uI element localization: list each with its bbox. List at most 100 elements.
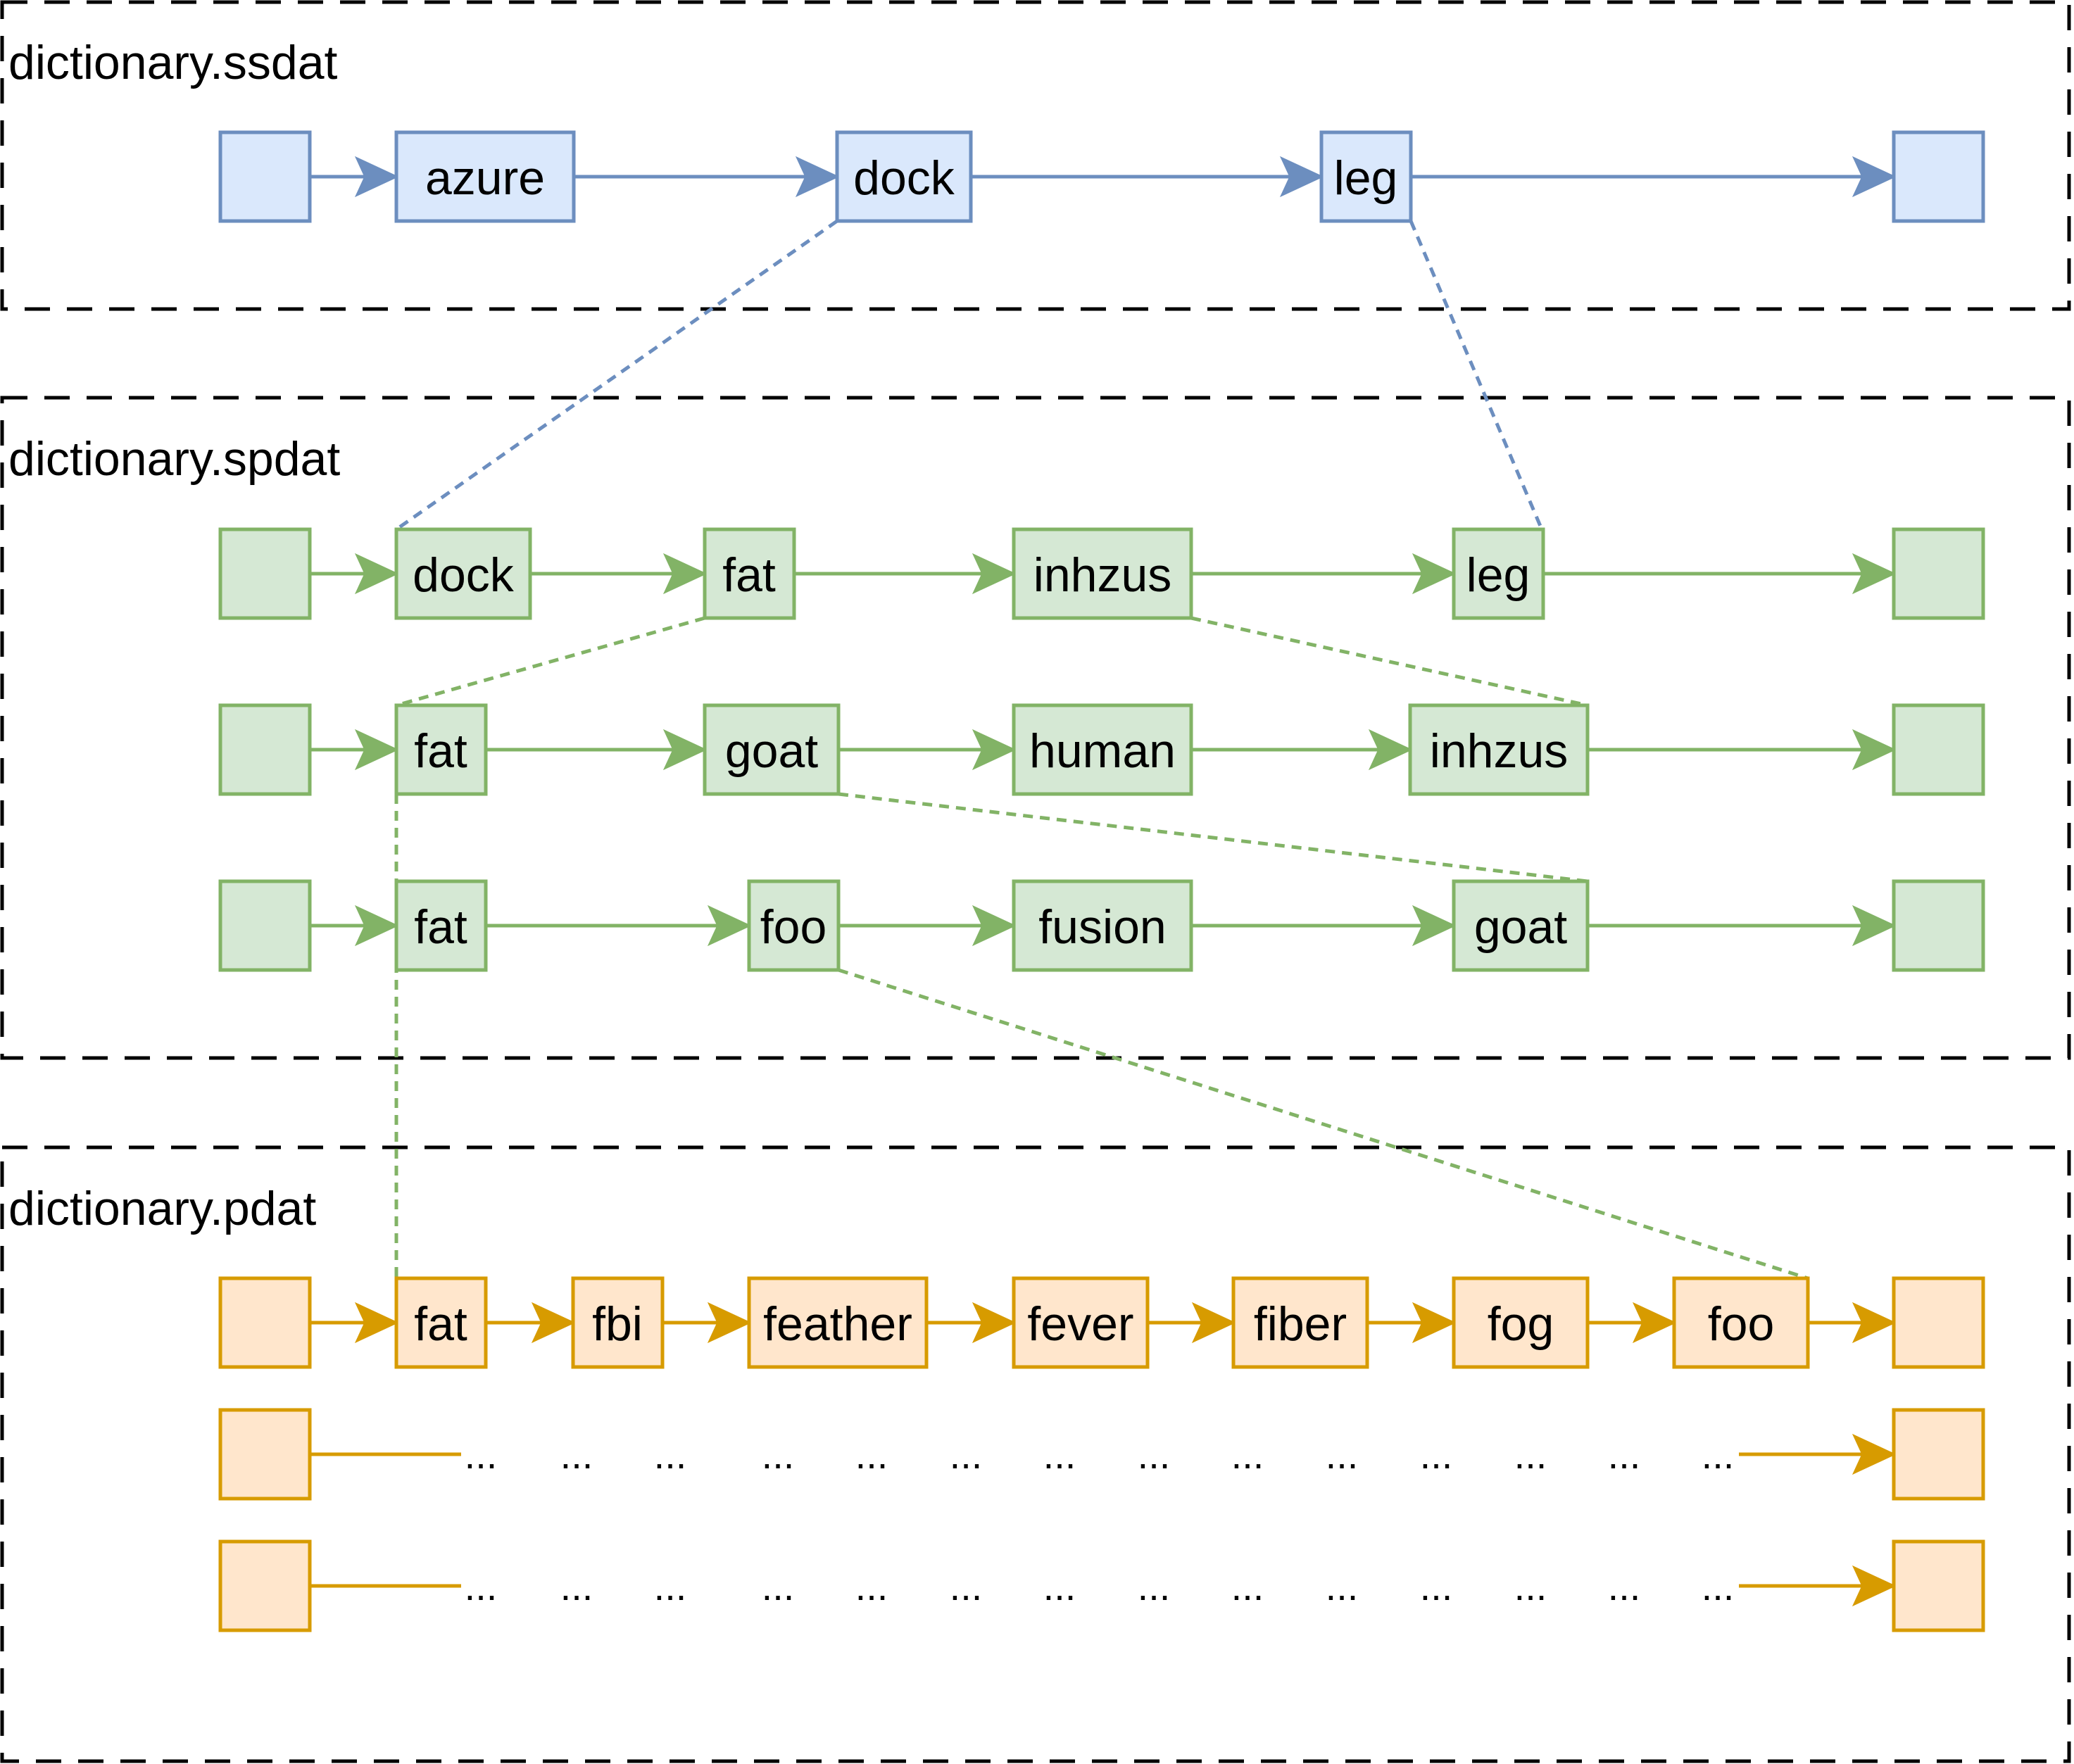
ellipsis-text: ...: [1514, 1432, 1547, 1477]
ellipsis-text: ...: [950, 1432, 983, 1477]
ellipsis-text: ...: [1138, 1432, 1171, 1477]
node-label: fbi: [592, 1297, 643, 1351]
node-fat: fat: [394, 879, 488, 972]
arrowhead: [1852, 1433, 1897, 1475]
level-link: [838, 792, 1588, 883]
row-pdat-3: ........................................…: [218, 1539, 1985, 1632]
section-frame: [0, 396, 2071, 1060]
ellipsis-text: ...: [1420, 1432, 1453, 1477]
ellipsis-group: ........................................…: [465, 1564, 1735, 1608]
node-leg: leg: [1319, 130, 1413, 223]
head-node: [218, 130, 312, 223]
ellipsis-text: ...: [1702, 1564, 1735, 1608]
node-label: inhzus: [1033, 548, 1172, 602]
node-label: dock: [853, 151, 955, 205]
arrowhead: [972, 1302, 1017, 1344]
node-label: human: [1029, 724, 1176, 778]
row-spdat-1: dock fat inhzus leg: [218, 527, 1985, 620]
node-dock: dock: [394, 527, 532, 620]
node-feather: feather: [747, 1276, 929, 1369]
node-foo: foo: [747, 879, 841, 972]
row-pdat-1: fat fbi feather fever fiber fog foo: [218, 1276, 1985, 1369]
ellipsis-text: ...: [465, 1432, 498, 1477]
arrowhead: [354, 553, 399, 595]
arrowhead: [972, 553, 1017, 595]
arrowhead: [1852, 1565, 1897, 1607]
section-frame: [0, 0, 2071, 311]
node-dock: dock: [835, 130, 973, 223]
node-label: dock: [413, 548, 515, 602]
node-inhzus: inhzus: [1408, 703, 1590, 796]
arrowhead: [1279, 156, 1324, 198]
ellipsis-text: ...: [1326, 1564, 1359, 1608]
node-label: fat: [414, 900, 467, 954]
ellipsis-text: ...: [1231, 1564, 1264, 1608]
arrowhead: [662, 729, 708, 771]
tail-node: [1892, 1276, 1985, 1369]
arrowhead: [1368, 729, 1413, 771]
node-fbi: fbi: [571, 1276, 665, 1369]
arrowhead: [1852, 1302, 1897, 1344]
tail-node: [1892, 703, 1985, 796]
arrowhead: [1412, 905, 1457, 947]
ellipsis-text: ...: [654, 1432, 687, 1477]
arrowhead: [972, 905, 1017, 947]
section-title: dictionary.pdat: [8, 1182, 316, 1235]
node-label: fog: [1488, 1297, 1554, 1351]
node-label: fat: [722, 548, 776, 602]
ellipsis-text: ...: [762, 1564, 795, 1608]
arrowhead: [795, 156, 840, 198]
node-goat: goat: [703, 703, 841, 796]
ellipsis-text: ...: [1043, 1564, 1076, 1608]
ellipsis-text: ...: [654, 1564, 687, 1608]
section-title: dictionary.ssdat: [8, 36, 338, 89]
head-node: [218, 1408, 312, 1501]
ellipsis-text: ...: [1608, 1564, 1641, 1608]
tail-node: [1892, 1408, 1985, 1501]
ellipsis-text: ...: [1231, 1432, 1264, 1477]
ellipsis-text: ...: [560, 1432, 593, 1477]
node-label: goat: [1474, 900, 1567, 954]
arrowhead: [1412, 553, 1457, 595]
ellipsis-text: ...: [560, 1564, 593, 1608]
head-node: [218, 1276, 312, 1369]
head-node: [218, 879, 312, 972]
arrowhead: [1852, 553, 1897, 595]
arrowhead: [354, 905, 399, 947]
node-inhzus: inhzus: [1012, 527, 1193, 620]
level-link: [838, 968, 1809, 1280]
head-node: [218, 527, 312, 620]
row-spdat-2: fat goat human inhzus: [218, 703, 1985, 796]
ellipsis-text: ...: [465, 1564, 498, 1608]
arrowhead: [354, 729, 399, 771]
ellipsis-text: ...: [762, 1432, 795, 1477]
node-label: fiber: [1254, 1297, 1347, 1351]
node-foo: foo: [1672, 1276, 1810, 1369]
tail-node: [1892, 1539, 1985, 1632]
ellipsis-text: ...: [1514, 1564, 1547, 1608]
ellipsis-text: ...: [1608, 1432, 1641, 1477]
arrowhead: [1852, 905, 1897, 947]
tail-node: [1892, 527, 1985, 620]
arrowhead: [1191, 1302, 1236, 1344]
level-link: [1190, 616, 1588, 707]
row-pdat-2: ........................................…: [218, 1408, 1985, 1501]
level-link: [1409, 220, 1544, 530]
head-node: [218, 703, 312, 796]
node-fat: fat: [394, 1276, 488, 1369]
tail-node: [1892, 879, 1985, 972]
level-link: [396, 616, 705, 707]
node-label: fat: [414, 724, 467, 778]
node-fever: fever: [1012, 1276, 1150, 1369]
arrowhead: [1852, 729, 1897, 771]
arrowhead: [1632, 1302, 1677, 1344]
node-fat: fat: [394, 703, 488, 796]
section-ssdat: dictionary.ssdat: [0, 0, 2071, 311]
node-human: human: [1012, 703, 1193, 796]
ellipsis-text: ...: [855, 1432, 888, 1477]
ellipsis-text: ...: [1702, 1432, 1735, 1477]
node-label: fat: [414, 1297, 467, 1351]
arrowhead: [707, 1302, 752, 1344]
level-link: [395, 219, 838, 531]
ellipsis-text: ...: [1043, 1432, 1076, 1477]
